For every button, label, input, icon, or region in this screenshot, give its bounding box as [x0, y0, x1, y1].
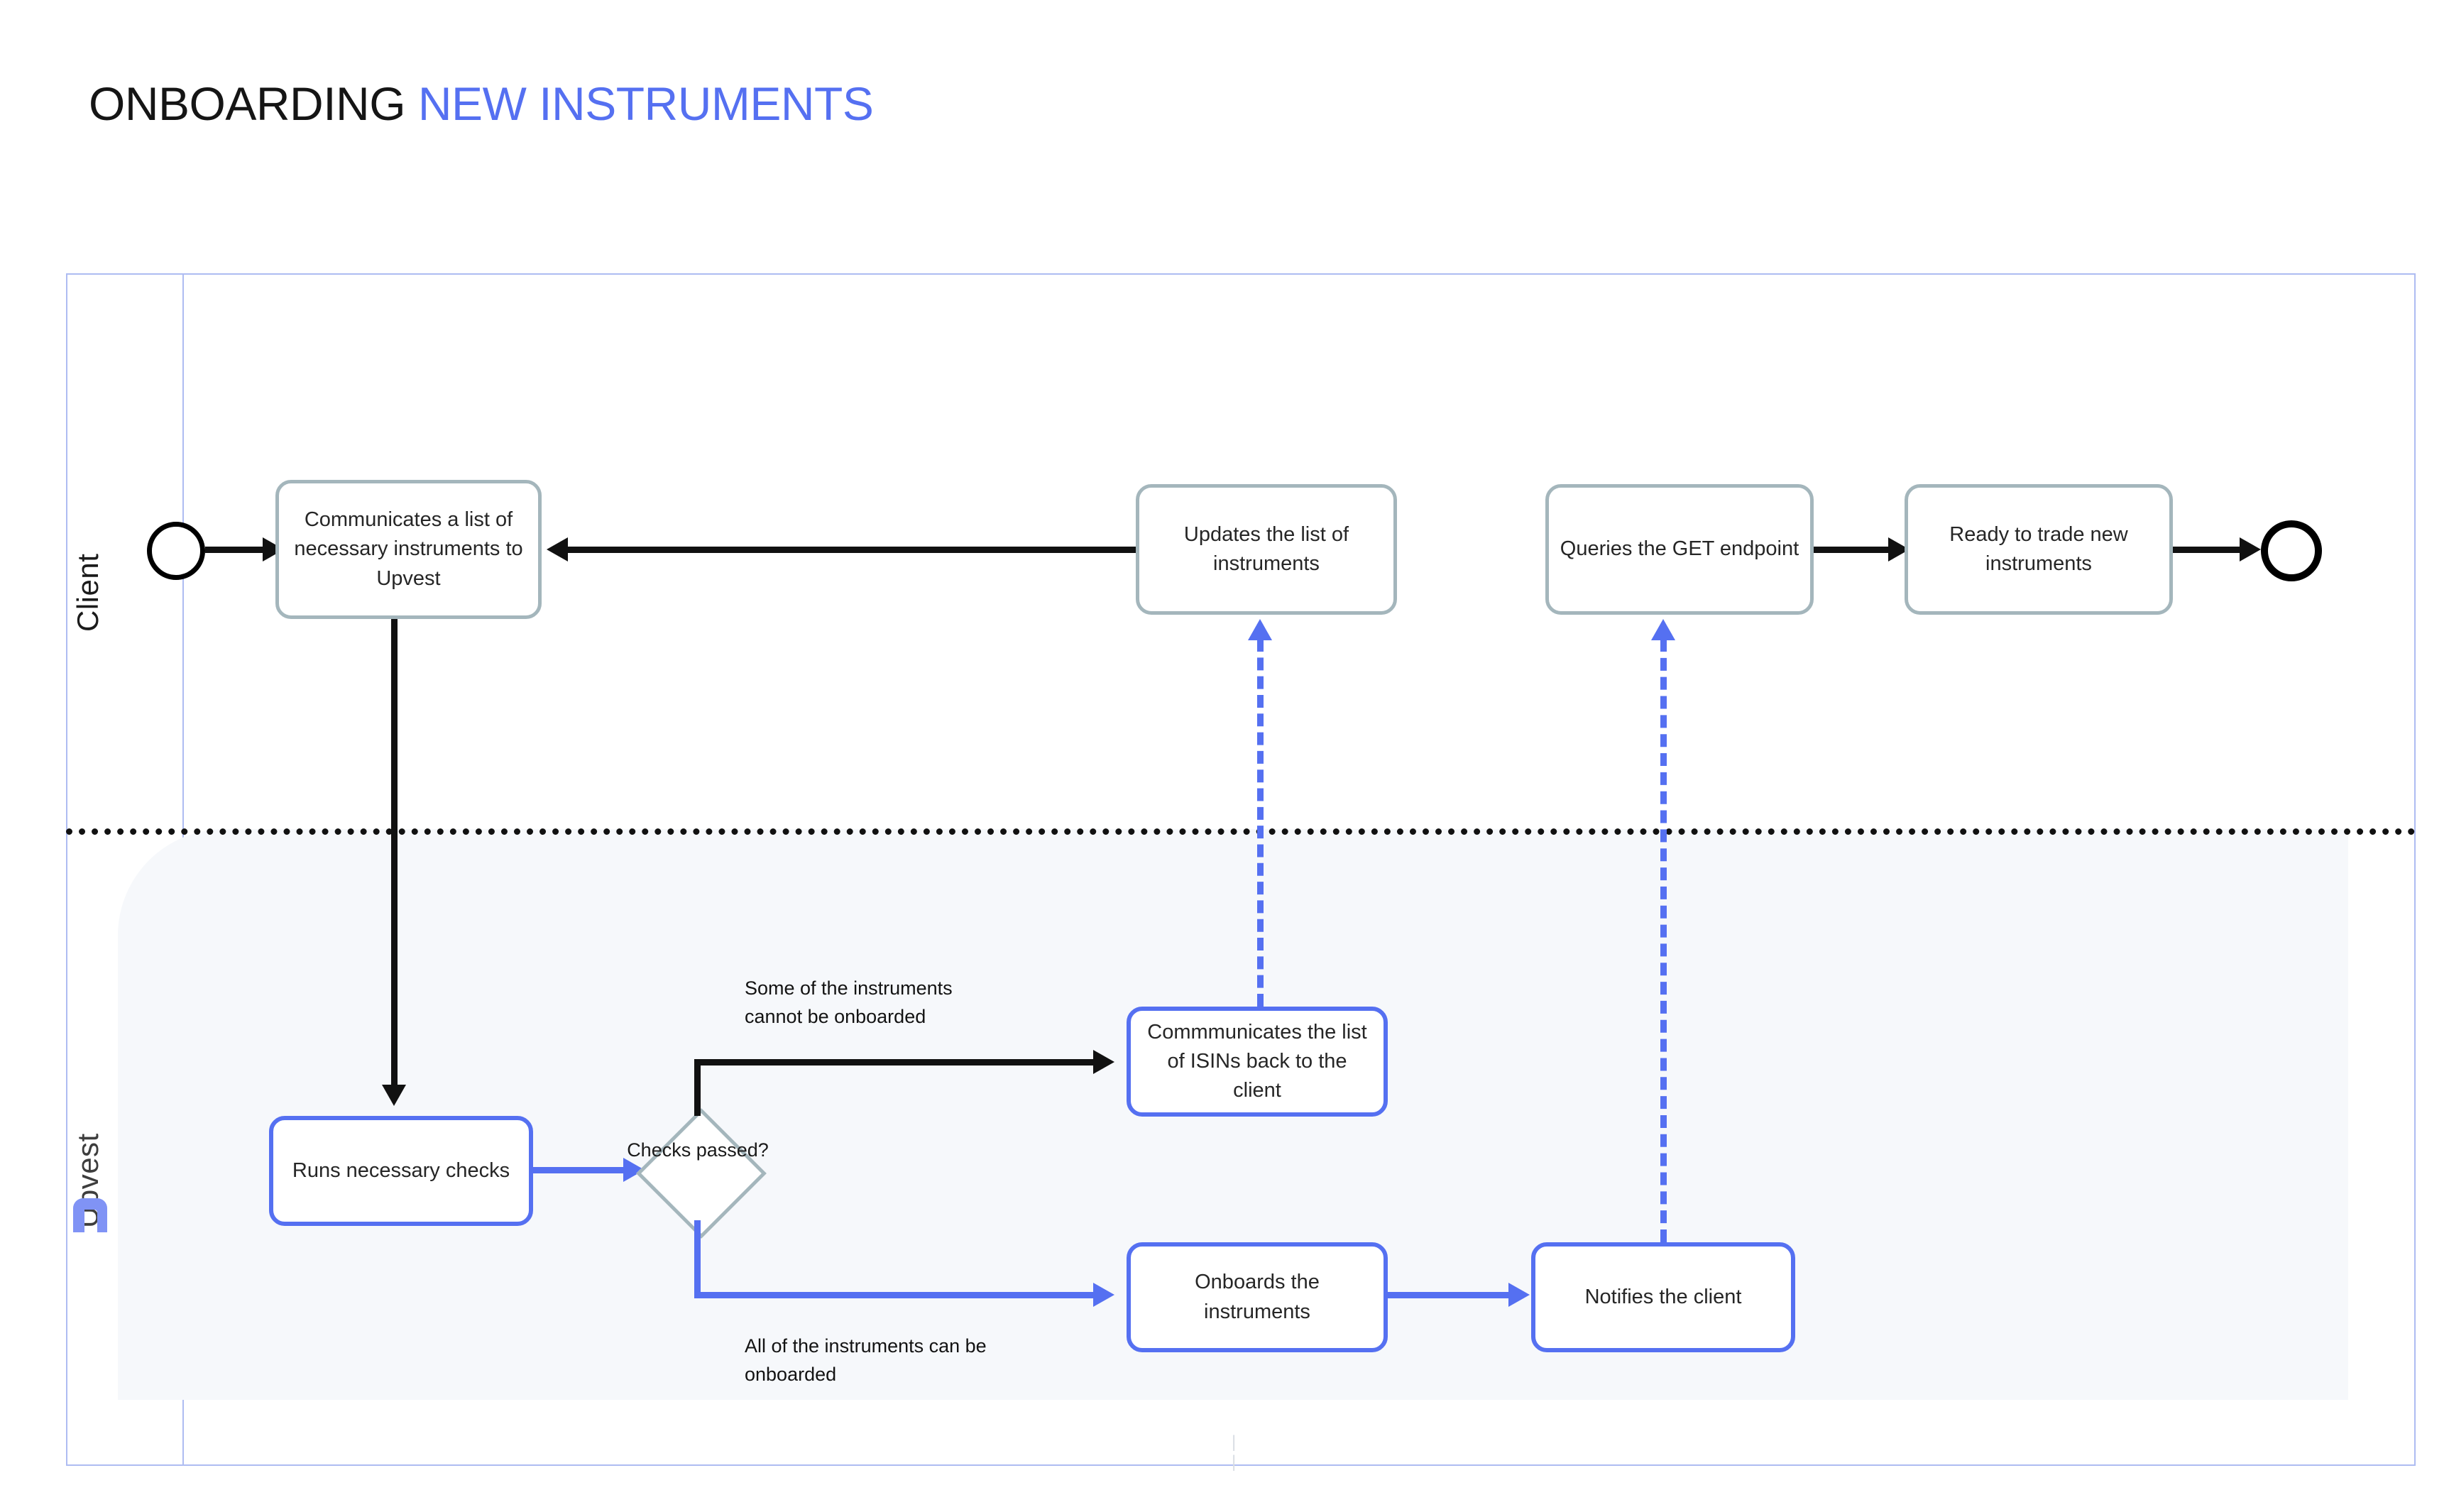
- task-onboards-instruments[interactable]: Onboards the instruments: [1127, 1242, 1388, 1352]
- lane-separator-dotted: [66, 828, 2416, 835]
- end-event[interactable]: [2261, 520, 2322, 581]
- edge-t7-to-t8: [1388, 1292, 1516, 1298]
- arrowhead-t2-to-t1: [547, 537, 568, 561]
- task-updates-list[interactable]: Updates the list of instruments: [1136, 484, 1397, 615]
- edge-t1-to-t5: [391, 619, 398, 1095]
- page-title-accent: NEW INSTRUMENTS: [417, 77, 874, 130]
- pool-border-bottom: [66, 1464, 2416, 1466]
- pool-border-left: [66, 273, 67, 1466]
- edge-t3-to-t4: [1814, 547, 1895, 553]
- edge-start-to-t1: [205, 547, 265, 553]
- start-event[interactable]: [147, 522, 205, 580]
- message-flow-isins-to-updates: [1257, 639, 1264, 1007]
- pool-border-top: [66, 273, 2416, 275]
- arrowhead-t1-to-t5: [382, 1085, 406, 1106]
- edge-gateway-yes-horizontal: [694, 1292, 1100, 1298]
- edge-t5-to-gateway: [533, 1167, 632, 1173]
- pool-border-right: [2414, 273, 2416, 1466]
- edge-label-some-cannot-onboard: Some of the instruments cannot be onboar…: [745, 977, 953, 1027]
- task-ready-to-trade[interactable]: Ready to trade new instruments: [1905, 484, 2173, 615]
- arrowhead-t4-to-end: [2240, 537, 2261, 561]
- gateway-checks-passed[interactable]: Checks passed?: [627, 1108, 769, 1239]
- upvest-logo-icon: [72, 1197, 109, 1234]
- edge-gateway-yes-vertical: [694, 1220, 701, 1298]
- arrowhead-message-flow-notifies: [1651, 619, 1675, 640]
- task-communicates-isins[interactable]: Commmunicates the list of ISINs back to …: [1127, 1007, 1388, 1117]
- edge-gateway-no-horizontal: [694, 1059, 1100, 1065]
- edge-label-all-can-onboard: All of the instruments can be onboarded: [745, 1335, 987, 1385]
- arrowhead-gateway-no: [1093, 1050, 1114, 1074]
- edge-gateway-no-vertical: [694, 1059, 701, 1116]
- task-queries-get-endpoint[interactable]: Queries the GET endpoint: [1545, 484, 1814, 615]
- edge-t4-to-end: [2173, 547, 2249, 553]
- message-flow-notifies-to-queries: [1660, 639, 1667, 1242]
- task-notifies-client[interactable]: Notifies the client: [1531, 1242, 1795, 1352]
- task-communicates-list[interactable]: Communicates a list of necessary instrum…: [275, 480, 542, 619]
- page-title: ONBOARDING NEW INSTRUMENTS: [89, 77, 874, 131]
- gateway-diamond-shape: [636, 1108, 767, 1239]
- arrowhead-gateway-yes: [1093, 1283, 1114, 1307]
- arrowhead-t7-to-t8: [1508, 1283, 1530, 1307]
- arrowhead-message-flow-isins: [1248, 619, 1272, 640]
- lane-label-client: Client: [71, 553, 104, 632]
- page-title-primary: ONBOARDING: [89, 77, 406, 130]
- task-runs-checks[interactable]: Runs necessary checks: [269, 1116, 533, 1226]
- edge-t2-to-t1: [568, 547, 1136, 553]
- gateway-label: Checks passed?: [627, 1139, 769, 1161]
- canvas-watermark: | |: [1232, 1432, 1239, 1472]
